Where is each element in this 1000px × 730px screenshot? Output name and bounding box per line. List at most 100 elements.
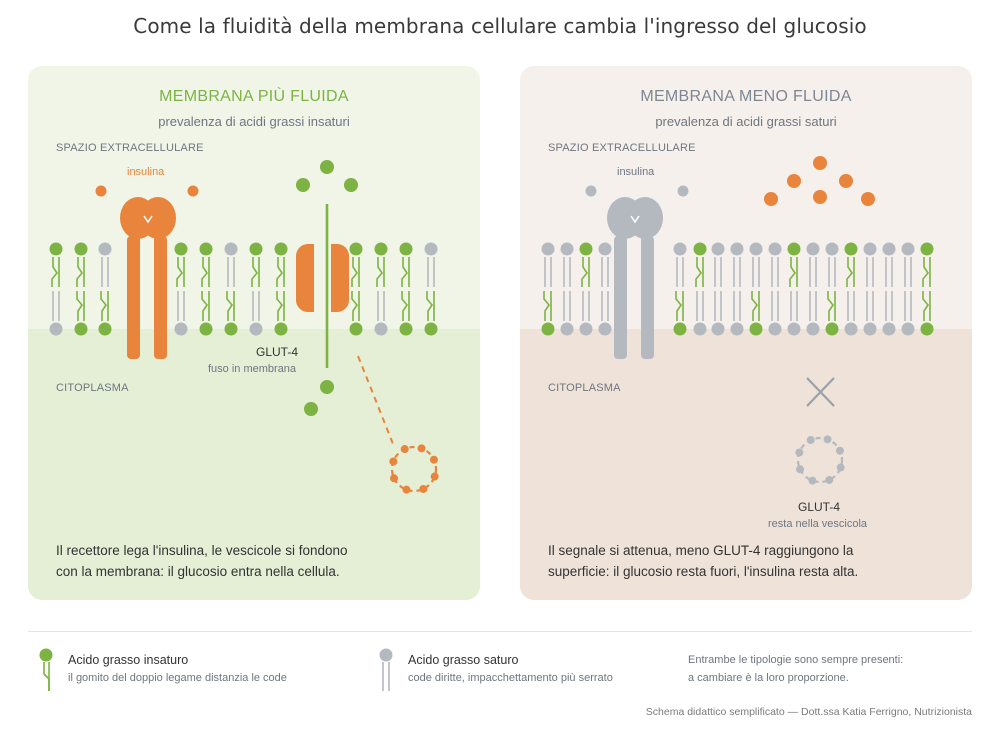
- saturated-lipid: [749, 242, 763, 287]
- glucose-molecule: [320, 380, 334, 394]
- rigid-membrane-illustration: [520, 66, 972, 600]
- cytoplasm-background: [28, 329, 480, 600]
- glut4-subunit: [808, 476, 817, 485]
- glucose-molecule: [764, 192, 778, 206]
- glut4-status: fuso in membrana: [208, 363, 297, 375]
- unsaturated-lipid: [749, 291, 763, 336]
- saturated-lipid: [730, 242, 744, 287]
- legend-note-line: Entrambe le tipologie sono sempre presen…: [688, 654, 904, 666]
- extracellular-label: SPAZIO EXTRACELLULARE: [548, 142, 696, 154]
- saturated-lipid: [598, 242, 612, 287]
- glut4-subunit: [835, 446, 844, 455]
- glut4-subunit: [419, 484, 428, 493]
- insulin-receptor-stalk: [614, 236, 627, 359]
- glut4-subunit: [390, 474, 399, 483]
- unsaturated-lipid: [274, 242, 288, 287]
- saturated-lipid: [424, 242, 438, 287]
- unsaturated-lipid: [399, 242, 413, 287]
- unsaturated-lipid: [274, 291, 288, 336]
- unsaturated-fatty-acid-icon: [39, 648, 53, 691]
- saturated-lipid: [882, 242, 896, 287]
- panel-subtitle: prevalenza di acidi grassi saturi: [655, 114, 837, 129]
- insulin-receptor-lobe: [140, 197, 176, 239]
- glut4-subunit: [430, 472, 439, 481]
- legend-saturated-title: Acido grasso saturo: [408, 653, 519, 667]
- legend-saturated-desc: code diritte, impacchettamento più serra…: [408, 672, 613, 684]
- glut4-label: GLUT-4: [798, 500, 841, 514]
- glut4-subunit: [823, 435, 832, 444]
- unsaturated-lipid: [199, 291, 213, 336]
- insulin-receptor-lobe: [627, 197, 663, 239]
- unsaturated-lipid: [541, 291, 555, 336]
- insulin-receptor-stalk: [154, 236, 167, 359]
- saturated-lipid: [693, 291, 707, 336]
- panel-title: MEMBRANA MENO FLUIDA: [640, 88, 852, 105]
- unsaturated-lipid: [844, 242, 858, 287]
- insulin-receptor-stalk: [641, 236, 654, 359]
- unsaturated-lipid: [349, 291, 363, 336]
- saturated-fatty-acid-icon: [379, 648, 393, 691]
- saturated-lipid: [863, 291, 877, 336]
- extracellular-background: [520, 66, 972, 329]
- unsaturated-lipid: [399, 291, 413, 336]
- insulin-label: insulina: [617, 166, 655, 178]
- saturated-lipid: [768, 242, 782, 287]
- insulin-label: insulina: [127, 166, 165, 178]
- cytoplasm-label: CITOPLASMA: [548, 382, 621, 394]
- credit: Schema didattico semplificato — Dott.ssa…: [645, 706, 972, 718]
- glut4-subunit: [400, 445, 409, 454]
- extracellular-label: SPAZIO EXTRACELLULARE: [56, 142, 204, 154]
- saturated-lipid: [787, 291, 801, 336]
- unsaturated-lipid: [424, 291, 438, 336]
- glucose-molecule: [320, 160, 334, 174]
- saturated-lipid: [863, 242, 877, 287]
- unsaturated-lipid: [249, 242, 263, 287]
- extracellular-background: [28, 66, 480, 329]
- unsaturated-lipid: [98, 291, 112, 336]
- cytoplasm-background: [520, 329, 972, 600]
- saturated-lipid: [730, 291, 744, 336]
- insulin-receptor-stalk: [127, 236, 140, 359]
- insulin-molecule: [95, 185, 107, 197]
- glucose-molecule: [813, 156, 827, 170]
- legend-note-line: a cambiare è la loro proporzione.: [688, 672, 849, 684]
- panel-fluid-membrane: MEMBRANA PIÙ FLUIDA prevalenza di acidi …: [28, 66, 480, 600]
- legend-unsaturated-title: Acido grasso insaturo: [68, 653, 189, 667]
- saturated-lipid: [825, 242, 839, 287]
- insulin-molecule: [677, 185, 689, 197]
- diagram-title: Come la fluidità della membrana cellular…: [133, 14, 867, 38]
- saturated-lipid: [598, 291, 612, 336]
- glucose-molecule: [344, 178, 358, 192]
- panel-title: MEMBRANA PIÙ FLUIDA: [159, 88, 349, 105]
- unsaturated-lipid: [920, 291, 934, 336]
- saturated-lipid: [844, 291, 858, 336]
- saturated-lipid: [579, 291, 593, 336]
- legend-unsaturated-desc: il gomito del doppio legame distanzia le…: [68, 672, 287, 684]
- description-line: superficie: il glucosio resta fuori, l'i…: [548, 564, 859, 579]
- glucose-molecule: [839, 174, 853, 188]
- legend-divider: [28, 631, 972, 632]
- saturated-lipid: [560, 291, 574, 336]
- unsaturated-lipid: [174, 242, 188, 287]
- glut4-subunit: [795, 448, 804, 457]
- saturated-lipid: [882, 291, 896, 336]
- glucose-molecule: [304, 402, 318, 416]
- unsaturated-lipid: [673, 291, 687, 336]
- cytoplasm-label: CITOPLASMA: [56, 382, 129, 394]
- saturated-lipid: [901, 291, 915, 336]
- unsaturated-lipid: [787, 242, 801, 287]
- saturated-lipid: [224, 242, 238, 287]
- saturated-lipid: [711, 242, 725, 287]
- fluid-membrane-illustration: [28, 66, 480, 600]
- glut4-subunit: [796, 465, 805, 474]
- unsaturated-lipid: [199, 242, 213, 287]
- unsaturated-lipid: [693, 242, 707, 287]
- glut4-vesicle: [390, 445, 438, 493]
- glut4-label: GLUT-4: [256, 345, 299, 359]
- description-line: Il segnale si attenua, meno GLUT-4 raggi…: [548, 543, 854, 558]
- panel-subtitle: prevalenza di acidi grassi insaturi: [158, 114, 350, 129]
- unsaturated-lipid: [74, 242, 88, 287]
- insulin-binding-site: [630, 215, 640, 224]
- glucose-molecule: [861, 192, 875, 206]
- unsaturated-lipid: [920, 242, 934, 287]
